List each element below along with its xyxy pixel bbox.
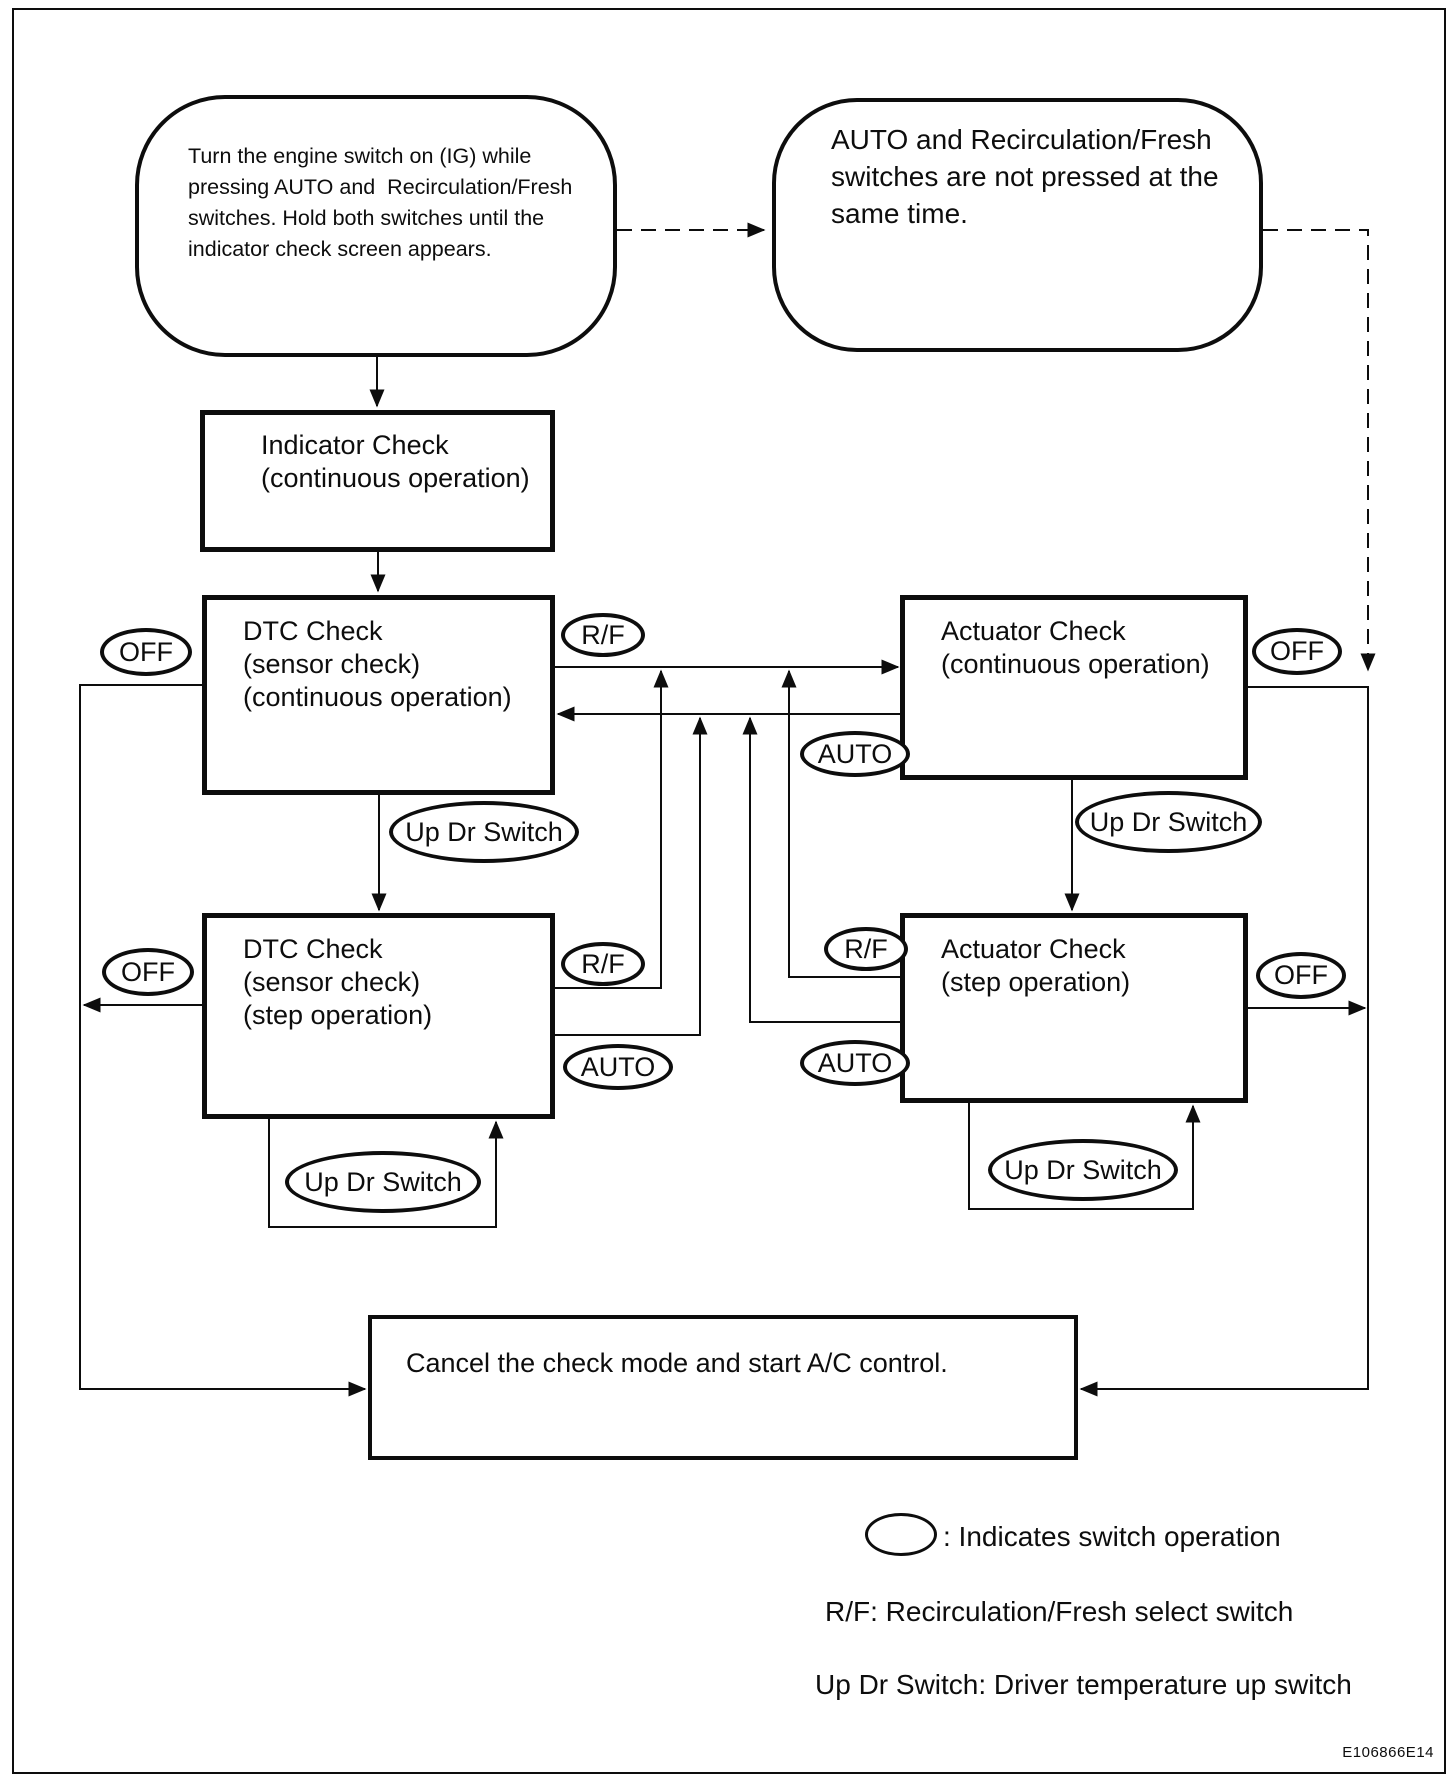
not-pressed-node: AUTO and Recirculation/Fresh switches ar… bbox=[772, 98, 1263, 352]
actuator-check-continuous-box: Actuator Check (continuous operation) bbox=[900, 595, 1248, 780]
auto-label: AUTO bbox=[580, 1051, 656, 1082]
indicator-check-label: Indicator Check bbox=[261, 430, 449, 460]
figure-border bbox=[12, 8, 1446, 1774]
updr-oval-dtc-transition: Up Dr Switch bbox=[389, 801, 579, 863]
edge-dtc-step-rf-up bbox=[555, 669, 669, 989]
off-label: OFF bbox=[1274, 960, 1328, 990]
auto-oval-actuator-step: AUTO bbox=[800, 1040, 910, 1086]
edge-actuator-step-auto-up bbox=[742, 716, 900, 1023]
actuator-check-step-label: (step operation) bbox=[941, 967, 1131, 997]
edge-actuator-step-rf-up bbox=[781, 669, 900, 978]
dtc-check-step-label: (step operation) bbox=[243, 1000, 433, 1030]
edge-dtc-step-updr-loop bbox=[268, 1119, 504, 1228]
updr-oval-dtc-step-loop: Up Dr Switch bbox=[285, 1151, 481, 1213]
rf-label: R/F bbox=[581, 948, 625, 979]
actuator-check-continuous-label: Actuator Check bbox=[941, 616, 1126, 646]
updr-oval-actuator-transition: Up Dr Switch bbox=[1075, 791, 1262, 853]
dtc-check-step-label: DTC Check bbox=[243, 934, 383, 964]
dtc-check-continuous-label: (sensor check) bbox=[243, 649, 421, 679]
rf-oval-actuator-step: R/F bbox=[824, 927, 908, 971]
off-label: OFF bbox=[121, 956, 175, 987]
start-node: Turn the engine switch on (IG) while pre… bbox=[135, 95, 617, 357]
auto-label: AUTO bbox=[817, 738, 893, 769]
cancel-label: Cancel the check mode and start A/C cont… bbox=[406, 1348, 948, 1378]
not-pressed-node-text: switches are not pressed at the bbox=[831, 161, 1219, 192]
actuator-check-continuous-label: (continuous operation) bbox=[941, 649, 1210, 679]
up-dr-label: Up Dr Switch bbox=[304, 1166, 462, 1197]
start-node-text: switches. Hold both switches until the bbox=[188, 206, 545, 230]
not-pressed-node-text: AUTO and Recirculation/Fresh bbox=[831, 124, 1212, 155]
off-oval-dtc-continuous: OFF bbox=[100, 628, 192, 676]
auto-label: AUTO bbox=[817, 1047, 893, 1078]
legend-updr-meaning: Up Dr Switch: Driver temperature up swit… bbox=[815, 1669, 1352, 1700]
off-oval-actuator-step: OFF bbox=[1256, 952, 1346, 999]
rf-label: R/F bbox=[581, 619, 625, 650]
up-dr-label: Up Dr Switch bbox=[1089, 806, 1248, 837]
figure-code: E106866E14 bbox=[1342, 1744, 1434, 1761]
off-label: OFF bbox=[1270, 636, 1324, 666]
edge-off-actuator-continuous-to-cancel bbox=[1079, 686, 1369, 1397]
rf-oval-dtc-step: R/F bbox=[561, 942, 645, 986]
start-node-text: pressing AUTO and Recirculation/Fresh bbox=[188, 175, 573, 199]
legend-rf-meaning: R/F: Recirculation/Fresh select switch bbox=[825, 1596, 1294, 1627]
dtc-check-step-box: DTC Check (sensor check) (step operation… bbox=[202, 913, 555, 1119]
up-dr-label: Up Dr Switch bbox=[405, 816, 563, 847]
edge-off-dtc-continuous-to-cancel bbox=[79, 684, 367, 1397]
dtc-check-continuous-label: (continuous operation) bbox=[243, 682, 512, 712]
cancel-box: Cancel the check mode and start A/C cont… bbox=[368, 1315, 1078, 1460]
rf-oval-dtc-continuous: R/F bbox=[561, 613, 645, 657]
actuator-check-step-box: Actuator Check (step operation) bbox=[900, 913, 1248, 1103]
edge-dashed-not-pressed-down bbox=[1263, 229, 1376, 672]
legend-oval-symbol bbox=[865, 1513, 937, 1556]
dtc-check-continuous-label: DTC Check bbox=[243, 616, 383, 646]
actuator-check-step-label: Actuator Check bbox=[941, 934, 1126, 964]
indicator-check-label: (continuous operation) bbox=[261, 463, 530, 493]
start-node-text: indicator check screen appears. bbox=[188, 237, 492, 261]
off-oval-dtc-step: OFF bbox=[102, 948, 194, 996]
not-pressed-node-text: same time. bbox=[831, 198, 968, 229]
edge-dtc-step-auto-up bbox=[555, 716, 708, 1036]
indicator-check-box: Indicator Check (continuous operation) bbox=[200, 410, 555, 552]
updr-oval-actuator-step-loop: Up Dr Switch bbox=[988, 1139, 1178, 1201]
edge-actuator-step-updr-loop bbox=[968, 1103, 1201, 1210]
up-dr-label: Up Dr Switch bbox=[1004, 1154, 1162, 1185]
legend-oval-meaning: : Indicates switch operation bbox=[943, 1521, 1281, 1552]
start-node-text: Turn the engine switch on (IG) while bbox=[188, 144, 532, 168]
auto-oval-actuator-continuous: AUTO bbox=[800, 731, 910, 777]
off-label: OFF bbox=[119, 636, 173, 667]
auto-oval-dtc-step: AUTO bbox=[563, 1044, 673, 1090]
dtc-check-step-label: (sensor check) bbox=[243, 967, 421, 997]
rf-label: R/F bbox=[844, 933, 888, 964]
off-oval-actuator-continuous: OFF bbox=[1252, 628, 1342, 675]
dtc-check-continuous-box: DTC Check (sensor check) (continuous ope… bbox=[202, 595, 555, 795]
